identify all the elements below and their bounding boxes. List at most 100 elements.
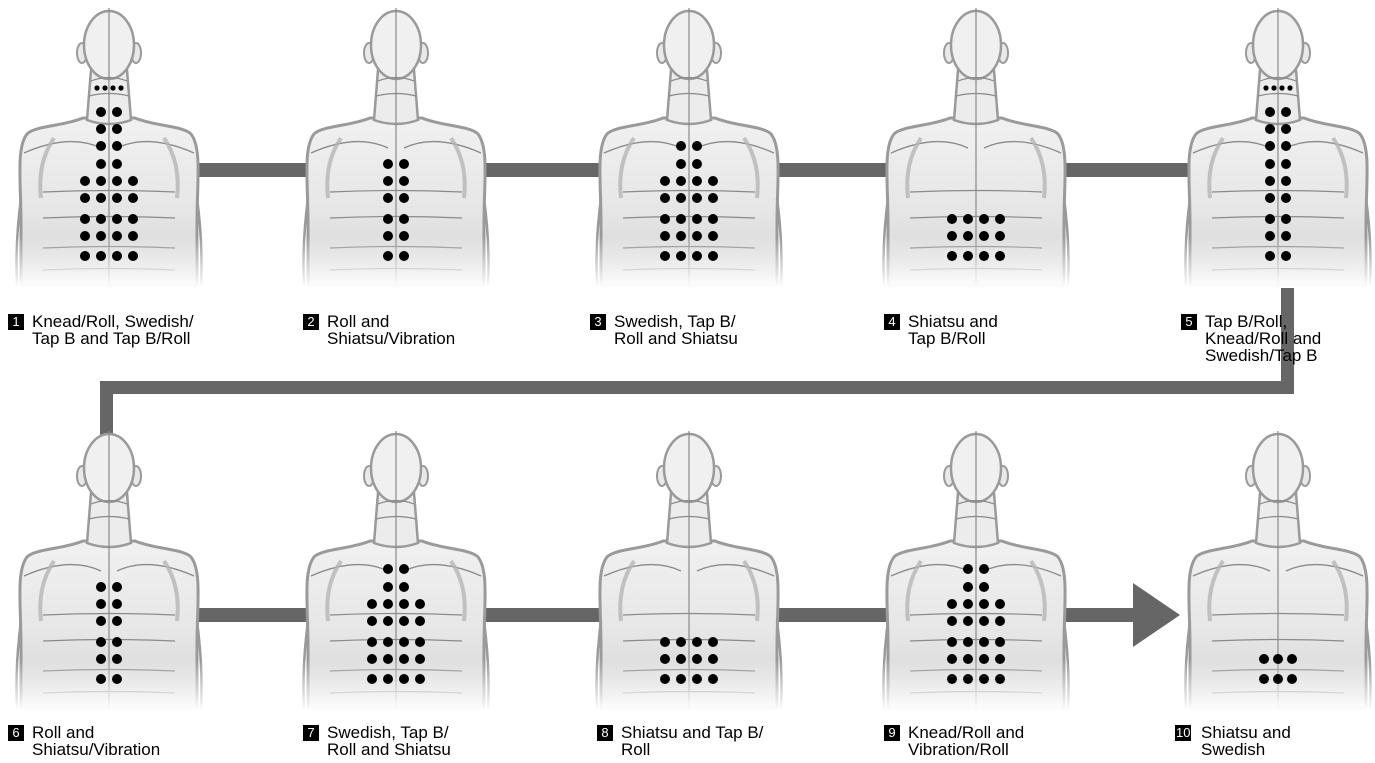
- massage-point: [399, 674, 409, 684]
- massage-point: [947, 214, 957, 224]
- step-number-badge: 6: [8, 725, 24, 741]
- massage-point: [96, 214, 106, 224]
- massage-point: [1273, 654, 1283, 664]
- step-number-badge: 8: [597, 725, 613, 741]
- massage-point: [96, 176, 106, 186]
- massage-point: [660, 654, 670, 664]
- massage-point: [979, 231, 989, 241]
- massage-point: [383, 214, 393, 224]
- body-figure-7: [296, 431, 496, 711]
- massage-point: [692, 159, 702, 169]
- massage-point: [979, 674, 989, 684]
- massage-point: [660, 193, 670, 203]
- massage-point: [96, 231, 106, 241]
- massage-point: [128, 193, 138, 203]
- body-figure-10: [1178, 431, 1375, 711]
- massage-point: [676, 251, 686, 261]
- massage-point: [995, 214, 1005, 224]
- step-description: Shiatsu and Tap B/Roll: [908, 313, 998, 347]
- massage-point: [979, 564, 989, 574]
- massage-point: [1281, 193, 1291, 203]
- massage-point: [995, 674, 1005, 684]
- massage-point: [1265, 107, 1275, 117]
- massage-point: [383, 674, 393, 684]
- massage-point: [112, 654, 122, 664]
- step-number-badge: 7: [303, 725, 319, 741]
- arrow-head: [1133, 583, 1180, 647]
- massage-point: [112, 107, 122, 117]
- massage-point: [399, 582, 409, 592]
- body-figure-3: [589, 8, 789, 288]
- massage-point: [383, 159, 393, 169]
- step-description: Shiatsu and Swedish: [1201, 724, 1291, 758]
- step-description: Swedish, Tap B/ Roll and Shiatsu: [614, 313, 738, 347]
- massage-point: [96, 141, 106, 151]
- massage-point: [80, 214, 90, 224]
- massage-point: [367, 654, 377, 664]
- massage-point: [112, 599, 122, 609]
- massage-point: [995, 616, 1005, 626]
- massage-point: [947, 231, 957, 241]
- massage-point: [399, 159, 409, 169]
- body-figure-6: [9, 431, 209, 711]
- massage-point: [96, 654, 106, 664]
- step-number-badge: 4: [884, 314, 900, 330]
- body-figure-2: [296, 8, 496, 288]
- step-number-badge: 9: [884, 725, 900, 741]
- massage-point: [96, 637, 106, 647]
- massage-point: [692, 231, 702, 241]
- massage-point: [1265, 176, 1275, 186]
- step-number-badge: 2: [303, 314, 319, 330]
- massage-point: [96, 674, 106, 684]
- massage-point: [676, 176, 686, 186]
- massage-point: [963, 637, 973, 647]
- step-description: Swedish, Tap B/ Roll and Shiatsu: [327, 724, 451, 758]
- massage-point: [979, 637, 989, 647]
- massage-point: [676, 141, 686, 151]
- massage-point: [692, 214, 702, 224]
- massage-point: [112, 674, 122, 684]
- massage-point: [112, 124, 122, 134]
- massage-point: [399, 654, 409, 664]
- massage-point: [1259, 674, 1269, 684]
- massage-point: [112, 193, 122, 203]
- massage-point: [692, 674, 702, 684]
- step-description: Roll and Shiatsu/Vibration: [327, 313, 455, 347]
- massage-point: [96, 616, 106, 626]
- massage-point: [979, 599, 989, 609]
- massage-point: [708, 637, 718, 647]
- massage-point: [383, 582, 393, 592]
- massage-point: [399, 637, 409, 647]
- massage-point: [963, 654, 973, 664]
- massage-point: [692, 637, 702, 647]
- massage-point: [367, 616, 377, 626]
- massage-point: [112, 582, 122, 592]
- massage-point: [963, 214, 973, 224]
- step-number-badge: 3: [590, 314, 606, 330]
- massage-point: [383, 564, 393, 574]
- massage-point: [399, 193, 409, 203]
- massage-point: [1259, 654, 1269, 664]
- step-description: Shiatsu and Tap B/ Roll: [621, 724, 763, 758]
- massage-point: [979, 654, 989, 664]
- massage-point: [415, 674, 425, 684]
- massage-point: [96, 582, 106, 592]
- massage-point: [80, 176, 90, 186]
- massage-point: [708, 176, 718, 186]
- step-number-badge: 1: [8, 314, 24, 330]
- massage-point: [415, 599, 425, 609]
- massage-point: [112, 637, 122, 647]
- body-figure-1: [9, 8, 209, 288]
- massage-point: [112, 231, 122, 241]
- massage-point: [995, 251, 1005, 261]
- body-figure-5: [1178, 8, 1375, 288]
- body-figure-9: [876, 431, 1076, 711]
- massage-point: [963, 599, 973, 609]
- massage-point: [708, 251, 718, 261]
- massage-point: [708, 654, 718, 664]
- massage-point: [660, 214, 670, 224]
- massage-point: [676, 193, 686, 203]
- massage-point: [963, 674, 973, 684]
- step-description: Tap B/Roll, Knead/Roll and Swedish/Tap B: [1205, 313, 1321, 364]
- massage-point: [80, 231, 90, 241]
